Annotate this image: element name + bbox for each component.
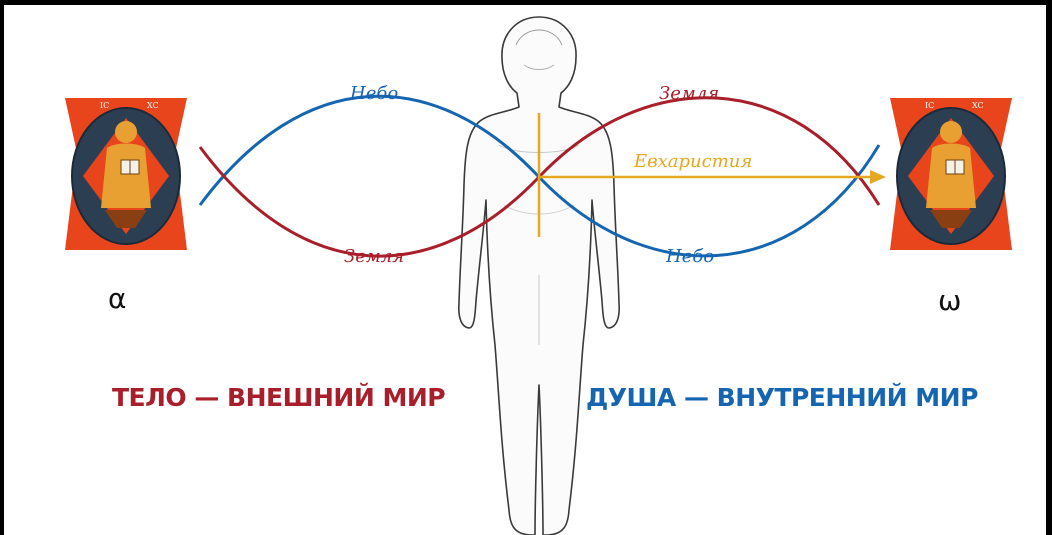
caption-body: ТЕЛО — ВНЕШНИЙ МИР: [112, 385, 445, 410]
alpha-symbol: α: [108, 285, 126, 313]
label-sky-bottom: Небо: [666, 248, 714, 266]
christ-in-majesty-icon: IC XC: [890, 98, 1012, 250]
svg-text:IC: IC: [925, 101, 934, 110]
christ-in-majesty-icon: IC XC: [65, 98, 187, 250]
diagram-svg: IC XC IC XC: [4, 5, 1046, 535]
label-eucharist: Евхаристия: [634, 153, 752, 171]
caption-soul: ДУША — ВНУТРЕННИЙ МИР: [586, 385, 978, 410]
label-earth-top: Земля: [659, 85, 719, 103]
diagram-canvas: IC XC IC XC Небо Земля Евхаристия Земля …: [4, 5, 1046, 535]
eucharist-arrowhead: [870, 170, 886, 184]
label-sky-top: Небо: [350, 85, 398, 103]
svg-text:XC: XC: [147, 101, 159, 110]
human-figure: [459, 17, 619, 535]
svg-text:XC: XC: [972, 101, 984, 110]
svg-text:IC: IC: [100, 101, 109, 110]
label-earth-bottom: Земля: [344, 248, 404, 266]
omega-symbol: ω: [938, 287, 961, 315]
